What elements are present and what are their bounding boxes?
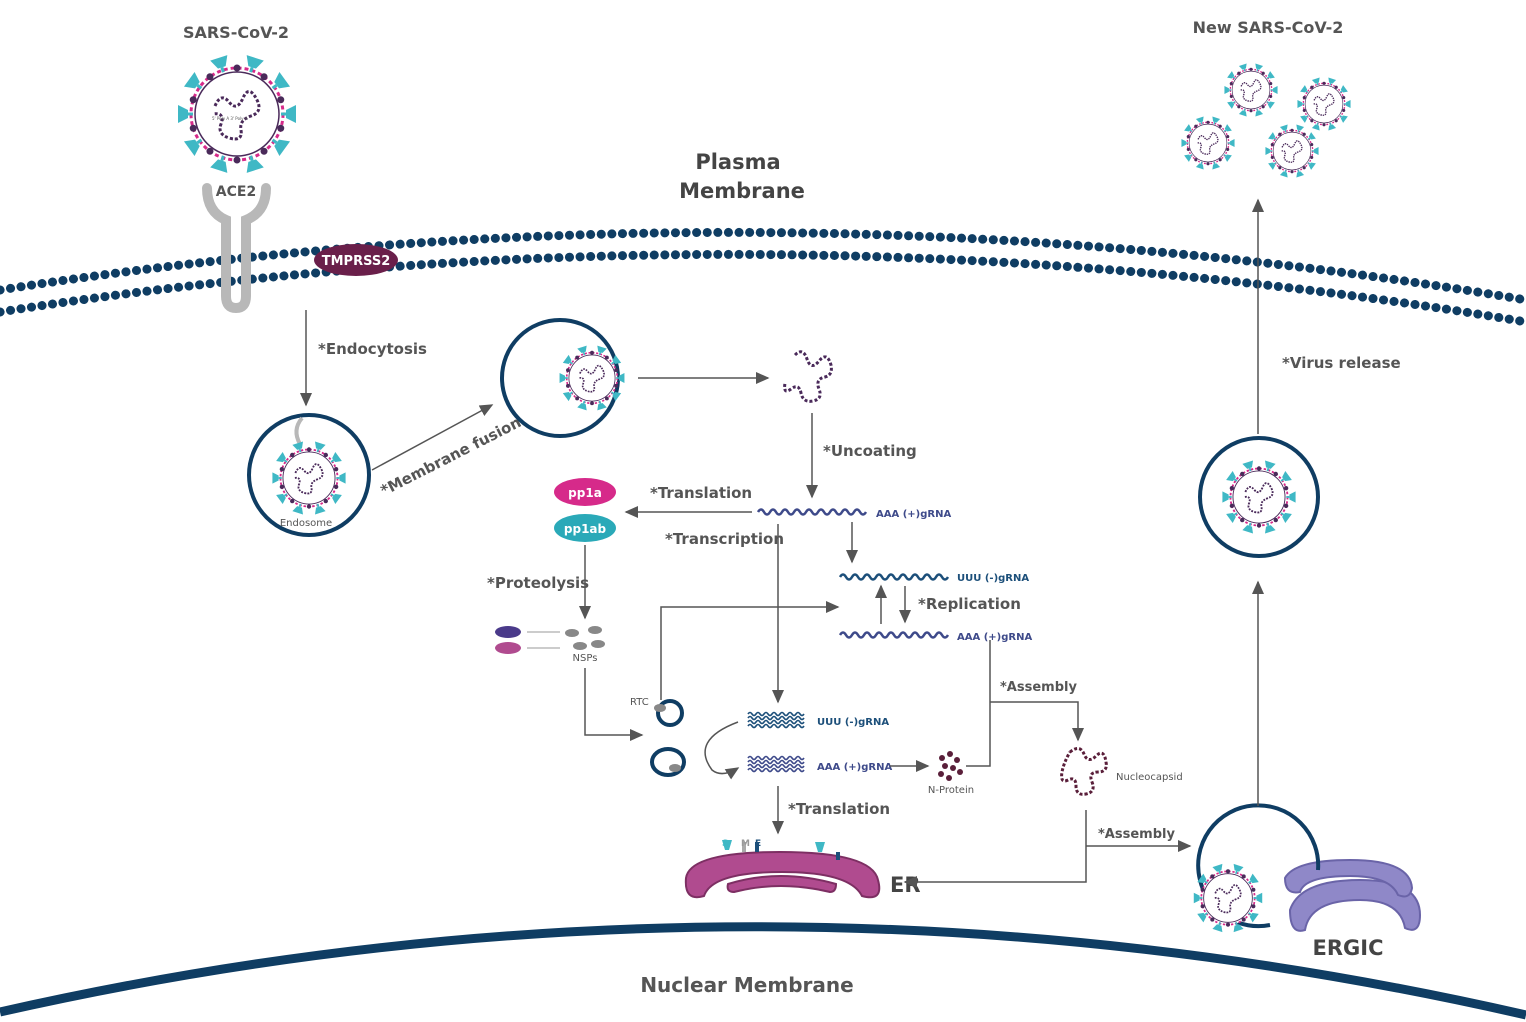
nsps-cluster-icon xyxy=(565,626,605,650)
er-label: ER xyxy=(890,873,921,897)
n-protein-label: N-Protein xyxy=(928,785,974,796)
endocytosis-label: *Endocytosis xyxy=(318,340,427,358)
svg-text:5' Poly A 3' Poly A: 5' Poly A 3' Poly A xyxy=(212,116,248,121)
positive-grna-strand xyxy=(756,508,868,516)
viral-rna-icon xyxy=(783,350,833,403)
protein-m-label: M xyxy=(741,839,750,849)
rtc-vesicle-icons xyxy=(650,699,740,780)
protein-e-label: E xyxy=(755,839,761,849)
pp1a-label: pp1a xyxy=(568,486,602,500)
sars-cov2-label: SARS-CoV-2 xyxy=(183,23,289,42)
nuclear-membrane xyxy=(0,922,1526,1020)
er-organelle-icon xyxy=(684,840,881,899)
endosome-icon: Endosome xyxy=(247,413,371,537)
transcription-label: *Transcription xyxy=(665,530,784,548)
plasma-membrane-label-line2: Membrane xyxy=(679,179,805,203)
nsps-label: NSPs xyxy=(573,653,598,664)
n-protein-assembly-connector xyxy=(966,640,991,767)
new-virion-icon xyxy=(1224,63,1278,117)
pp1ab-label: pp1ab xyxy=(564,522,607,536)
subgenomic-positive-rna xyxy=(747,755,805,773)
tmprss2-label: TMPRSS2 xyxy=(322,254,391,269)
ergic-vesicle-icon xyxy=(1193,803,1321,933)
er-connector-arrow xyxy=(903,810,1087,888)
nucleocapsid-icon xyxy=(1060,747,1108,796)
protease-inhibitor-icons xyxy=(495,626,560,654)
positive-grna-strand-replicated xyxy=(838,631,950,639)
fusion-vesicle-icon xyxy=(500,318,625,438)
negative-grna-label: UUU (-)gRNA xyxy=(957,573,1029,584)
nuclear-membrane-label: Nuclear Membrane xyxy=(640,973,853,997)
endosome-label: Endosome xyxy=(280,518,332,529)
subgenomic-positive-label: AAA (+)gRNA xyxy=(817,762,892,773)
ergic-label: ERGIC xyxy=(1313,936,1384,960)
membrane-fusion-label: *Membrane fusion xyxy=(378,413,524,499)
plasma-membrane-label-line1: Plasma xyxy=(695,150,780,174)
ergic-organelle-icon xyxy=(1283,858,1422,932)
negative-grna-strand xyxy=(838,573,950,581)
translation-label-top: *Translation xyxy=(650,484,752,502)
nsps-to-rtc-arrow xyxy=(584,668,644,741)
positive-grna-label: AAA (+)gRNA xyxy=(876,509,951,520)
virion-icon: 5' Poly A 3' Poly A xyxy=(178,55,296,173)
protein-s-label: S xyxy=(722,839,728,849)
assembly-arrow-top xyxy=(990,701,1084,742)
rtc-to-replication-arrow xyxy=(660,601,840,700)
assembly-label-bottom: *Assembly xyxy=(1098,827,1175,842)
n-protein-icon xyxy=(938,751,963,781)
subgenomic-negative-rna xyxy=(747,711,805,729)
uncoating-label: *Uncoating xyxy=(823,442,917,460)
positive-grna-replicated-label: AAA (+)gRNA xyxy=(957,632,1032,643)
proteolysis-label: *Proteolysis xyxy=(487,574,589,592)
assembly-label-top: *Assembly xyxy=(1000,680,1077,695)
pp1ab-polyprotein: pp1ab xyxy=(554,514,616,542)
rtc-label: RTC xyxy=(630,697,649,708)
translation-label-bottom: *Translation xyxy=(788,800,890,818)
nucleocapsid-label: Nucleocapsid xyxy=(1116,772,1183,783)
replication-label: *Replication xyxy=(918,595,1021,613)
ace2-label: ACE2 xyxy=(216,184,256,200)
new-virion-icon xyxy=(1265,124,1319,178)
exocytic-vesicle-icon xyxy=(1198,436,1320,558)
membrane-fusion-arrow xyxy=(371,404,494,471)
new-virion-icon xyxy=(1297,77,1351,131)
pp1a-polyprotein: pp1a xyxy=(554,478,616,506)
new-virion-icon xyxy=(1181,116,1235,170)
ace2-receptor-icon xyxy=(202,183,271,314)
tmprss2-protease: TMPRSS2 xyxy=(314,244,398,276)
new-sars-cov2-label: New SARS-CoV-2 xyxy=(1193,18,1344,37)
virus-release-label: *Virus release xyxy=(1282,354,1401,372)
subgenomic-negative-label: UUU (-)gRNA xyxy=(817,717,889,728)
